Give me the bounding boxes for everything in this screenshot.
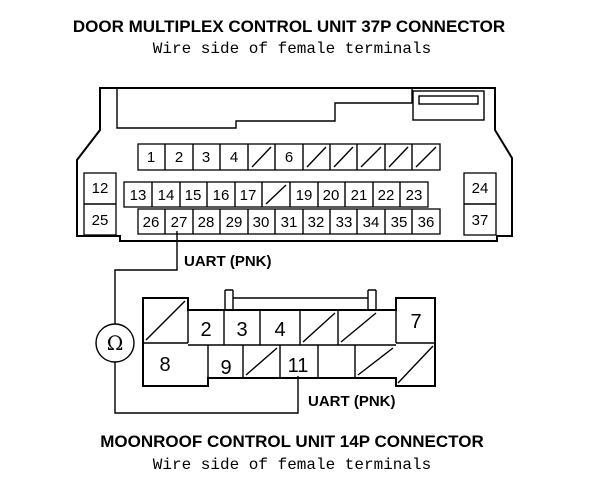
- pin-15: 15: [185, 187, 202, 204]
- lock-tab-slot: [418, 95, 479, 105]
- connector-14p-title: MOONROOF CONTROL UNIT 14P CONNECTOR: [100, 432, 483, 451]
- pin-36: 36: [418, 214, 435, 231]
- row-2: 13 14 15 16 17 19 20 21 22 23: [123, 181, 429, 208]
- pin-20: 20: [323, 187, 340, 204]
- pin-14p-11: 11: [288, 355, 309, 377]
- left-pins: 12 25: [83, 172, 117, 236]
- pin-17: 17: [240, 187, 257, 204]
- lock-post-right: [367, 289, 377, 310]
- pin-31: 31: [281, 214, 298, 231]
- pin-4: 4: [230, 149, 238, 166]
- pin-12: 12: [92, 180, 109, 197]
- pin-6: 6: [285, 149, 293, 166]
- wire-label-37p: UART (PNK): [184, 253, 272, 270]
- lock-tab: [412, 90, 485, 121]
- pin-3: 3: [202, 149, 210, 166]
- row-3: 26 27 28 29 30 31 32 33 34 35 36: [137, 208, 441, 235]
- latch-outline: [116, 88, 413, 129]
- wire-upper: [114, 231, 178, 324]
- pin-13: 13: [130, 187, 147, 204]
- test-circuit: Ω UART (PNK) UART (PNK): [95, 231, 396, 414]
- pin-1: 1: [147, 149, 155, 166]
- pin-35: 35: [391, 214, 408, 231]
- lock-post-left: [224, 289, 234, 310]
- pin-34: 34: [363, 214, 380, 231]
- pin-21: 21: [351, 187, 368, 204]
- pin-14: 14: [158, 187, 175, 204]
- row-1: 1 2 3 4 6: [137, 143, 441, 171]
- pin-28: 28: [198, 214, 215, 231]
- right-pins: 24 37: [463, 172, 497, 236]
- pin-22: 22: [378, 187, 395, 204]
- pin-14p-3: 3: [236, 319, 247, 341]
- pin-14p-8: 8: [159, 354, 170, 376]
- pin-2: 2: [175, 149, 183, 166]
- pin-16: 16: [213, 187, 230, 204]
- connector-37p-housing: [76, 87, 513, 242]
- wire-label-14p: UART (PNK): [308, 393, 396, 410]
- pin-26: 26: [143, 214, 160, 231]
- connector-37p-subtitle: Wire side of female terminals: [153, 40, 431, 58]
- connector-37p-title: DOOR MULTIPLEX CONTROL UNIT 37P CONNECTO…: [73, 17, 505, 36]
- connector-14p: 2 3 4 7 8 9 11: [142, 289, 436, 387]
- pin-19: 19: [296, 187, 313, 204]
- pin-14p-9: 9: [220, 357, 231, 379]
- pin-25: 25: [92, 212, 109, 229]
- pin-27: 27: [171, 214, 188, 231]
- pin-30: 30: [253, 214, 270, 231]
- ohmmeter-icon: [95, 323, 135, 363]
- ohmmeter-symbol: Ω: [107, 331, 124, 355]
- pin-29: 29: [226, 214, 243, 231]
- pin-23: 23: [406, 187, 423, 204]
- pin-24: 24: [472, 180, 489, 197]
- pin-37: 37: [472, 212, 489, 229]
- pin-14p-4: 4: [274, 319, 285, 341]
- pin-32: 32: [308, 214, 325, 231]
- connector-37p: 1 2 3 4 6 12 25 24 37: [76, 87, 513, 242]
- pin-33: 33: [336, 214, 353, 231]
- connector-14p-subtitle: Wire side of female terminals: [153, 456, 431, 474]
- pin-14p-7: 7: [410, 311, 421, 333]
- wire-lower: [114, 362, 299, 414]
- pin-14p-2: 2: [200, 319, 211, 341]
